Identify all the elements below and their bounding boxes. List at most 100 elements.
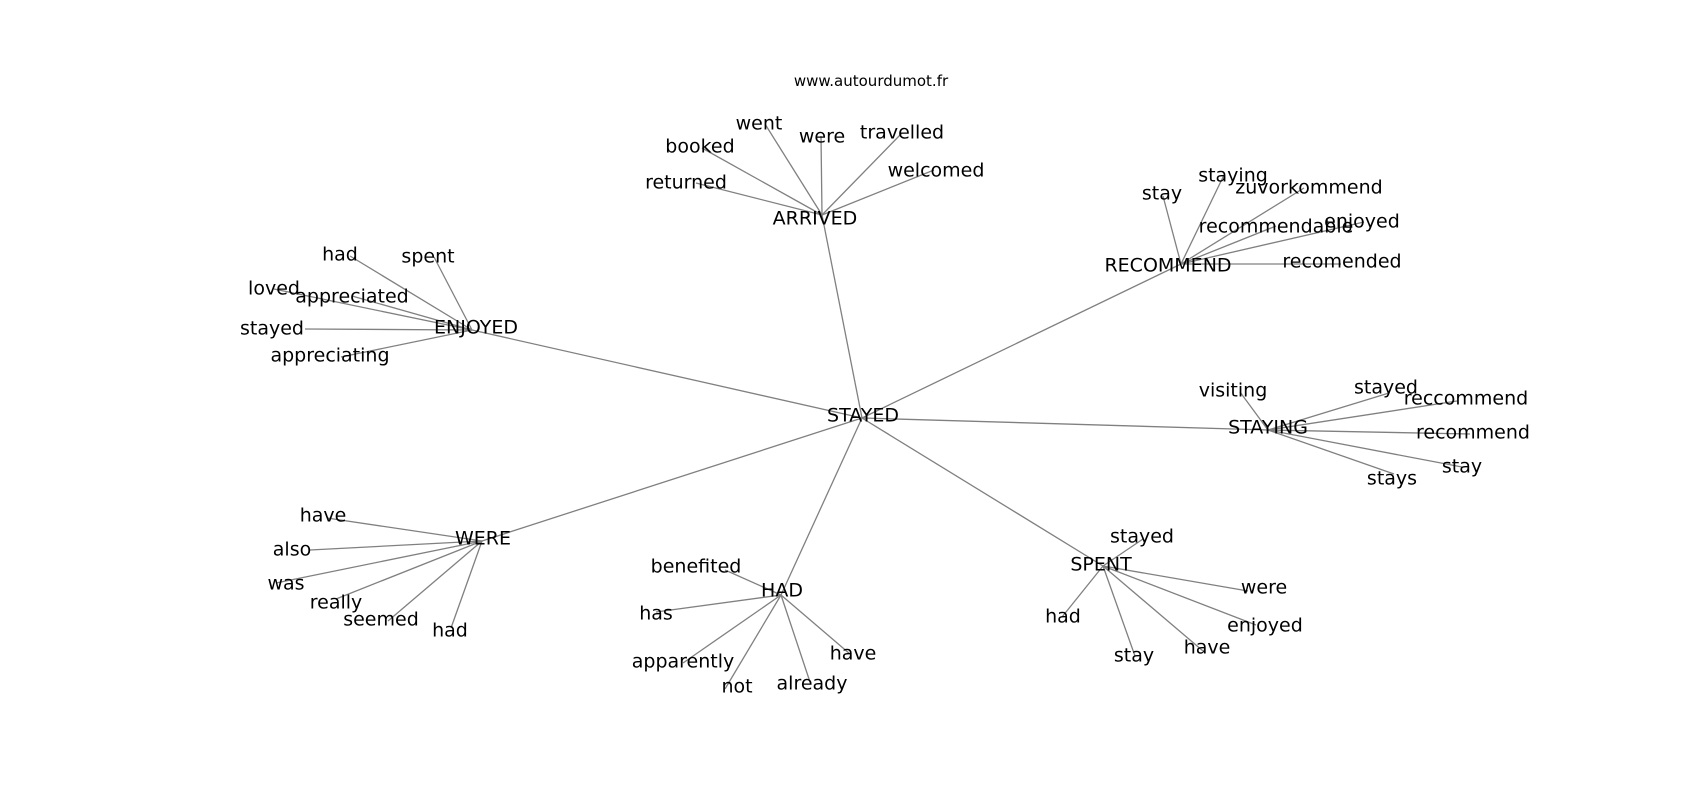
edge-had-has <box>655 594 782 613</box>
leaf-word-node-were-have: have <box>300 505 347 527</box>
graph-edges <box>273 123 1471 690</box>
edge-arrived-returned <box>695 182 823 216</box>
leaf-word-node-recommend-stay: stay <box>1142 183 1182 205</box>
edge-enjoyed-had <box>349 255 473 331</box>
leaf-word-node-were-was: was <box>267 573 304 595</box>
leaf-word-node-staying-reccommend: reccommend <box>1404 388 1528 410</box>
leaf-word-node-were-really: really <box>310 592 363 614</box>
edge-staying-stays <box>1267 429 1395 475</box>
leaf-word-node-arrived-welcomed: welcomed <box>888 160 985 182</box>
edge-spent-were <box>1102 565 1249 592</box>
edge-staying-reccommend <box>1267 400 1458 431</box>
leaf-word-node-staying-stay: stay <box>1442 456 1482 478</box>
edge-recommend-enjoyed <box>1180 221 1365 265</box>
hub-word-node-enjoyed: ENJOYED <box>434 317 518 339</box>
edge-recommend-zuvorkommend <box>1180 187 1305 265</box>
leaf-word-node-enjoyed-appreciating: appreciating <box>270 345 389 367</box>
leaf-word-node-staying-stayed: stayed <box>1354 377 1418 399</box>
leaf-word-node-recommend-staying: staying <box>1198 165 1268 187</box>
edge-were-was <box>275 540 483 584</box>
leaf-word-node-were-had: had <box>432 620 468 642</box>
edge-arrived-travelled <box>821 132 903 216</box>
edge-spent-stayed <box>1102 538 1144 567</box>
edge-had-apparently <box>682 594 782 664</box>
edge-stayed-were <box>481 417 863 542</box>
hub-word-node-recommend: RECOMMEND <box>1104 255 1231 277</box>
edge-spent-enjoyed <box>1102 565 1257 626</box>
leaf-word-node-arrived-went: went <box>736 113 783 135</box>
edge-had-have <box>780 594 851 655</box>
leaf-word-node-had-has: has <box>639 603 673 625</box>
edge-were-really <box>335 540 483 600</box>
leaf-word-node-spent-had: had <box>1045 606 1081 628</box>
leaf-word-node-arrived-travelled: travelled <box>860 122 944 144</box>
edge-enjoyed-appreciated <box>351 295 473 331</box>
edge-staying-stayed <box>1267 392 1390 431</box>
leaf-word-node-were-also: also <box>273 539 311 561</box>
hub-word-node-spent: SPENT <box>1070 554 1132 576</box>
leaf-word-node-had-benefited: benefited <box>651 556 742 578</box>
edge-arrived-welcomed <box>821 169 935 216</box>
edge-stayed-enjoyed <box>471 329 863 419</box>
edge-spent-had <box>1061 565 1104 618</box>
edge-stayed-arrived <box>821 214 863 419</box>
edge-had-not <box>724 594 782 690</box>
leaf-word-node-enjoyed-had: had <box>322 244 358 266</box>
edge-had-already <box>780 594 811 683</box>
edge-spent-stay <box>1102 565 1136 657</box>
leaf-word-node-spent-stay: stay <box>1114 645 1154 667</box>
edge-were-had <box>450 540 483 629</box>
leaf-word-node-spent-were: were <box>1241 577 1287 599</box>
hub-word-node-staying: STAYING <box>1228 417 1308 439</box>
leaf-word-node-spent-enjoyed: enjoyed <box>1227 615 1303 637</box>
edge-recommend-staying <box>1180 174 1225 265</box>
leaf-word-node-had-apparently: apparently <box>632 651 735 673</box>
leaf-word-node-enjoyed-stayed: stayed <box>240 318 304 340</box>
hub-word-node-had: HAD <box>761 580 803 602</box>
hub-word-node-arrived: ARRIVED <box>773 208 858 230</box>
leaf-word-node-recommend-recommendable: recommendable <box>1199 216 1354 238</box>
edge-recommend-recommendable <box>1180 225 1277 265</box>
leaf-word-node-had-have: have <box>830 643 877 665</box>
leaf-word-node-staying-stays: stays <box>1367 468 1417 490</box>
center-word-node: STAYED <box>827 405 899 427</box>
edge-arrived-went <box>764 123 823 216</box>
leaf-word-node-were-seemed: seemed <box>343 609 419 631</box>
edge-stayed-had <box>780 417 863 596</box>
leaf-word-node-staying-visiting: visiting <box>1199 380 1268 402</box>
leaf-word-node-arrived-booked: booked <box>665 136 734 158</box>
leaf-word-node-enjoyed-spent: spent <box>401 246 454 268</box>
edge-stayed-staying <box>861 417 1269 431</box>
edge-were-seemed <box>387 540 483 622</box>
leaf-word-node-spent-have: have <box>1184 637 1231 659</box>
edge-enjoyed-loved <box>273 288 473 331</box>
leaf-word-node-arrived-were: were <box>799 126 845 148</box>
edge-stayed-recommend <box>861 263 1182 419</box>
edge-staying-visiting <box>1239 391 1269 431</box>
leaf-word-node-had-not: not <box>721 676 752 698</box>
leaf-word-node-recommend-enjoyed: enjoyed <box>1324 211 1400 233</box>
edge-enjoyed-spent <box>433 256 473 331</box>
hub-word-node-were: WERE <box>455 528 511 550</box>
edge-arrived-were <box>820 135 823 216</box>
leaf-word-node-recommend-recomended: recomended <box>1282 251 1401 273</box>
site-watermark: www.autourdumot.fr <box>793 72 949 90</box>
leaf-word-node-had-already: already <box>777 673 848 695</box>
edge-staying-recommend <box>1267 429 1471 435</box>
edge-were-have <box>326 517 483 542</box>
edge-stayed-spent <box>861 417 1104 567</box>
leaf-word-node-enjoyed-appreciated: appreciated <box>295 286 408 308</box>
leaf-word-node-arrived-returned: returned <box>645 172 727 194</box>
edge-spent-have <box>1102 565 1204 652</box>
edge-were-also <box>309 540 483 551</box>
leaf-word-node-spent-stayed: stayed <box>1110 526 1174 548</box>
edge-had-benefited <box>724 569 782 596</box>
leaf-word-node-staying-recommend: recommend <box>1416 422 1530 444</box>
leaf-word-node-recommend-zuvorkommend: zuvorkommend <box>1235 177 1382 199</box>
leaf-word-node-enjoyed-loved: loved <box>248 278 300 300</box>
edge-staying-stay <box>1267 429 1463 468</box>
edge-enjoyed-appreciating <box>340 329 473 358</box>
edge-recommend-stay <box>1162 195 1182 265</box>
